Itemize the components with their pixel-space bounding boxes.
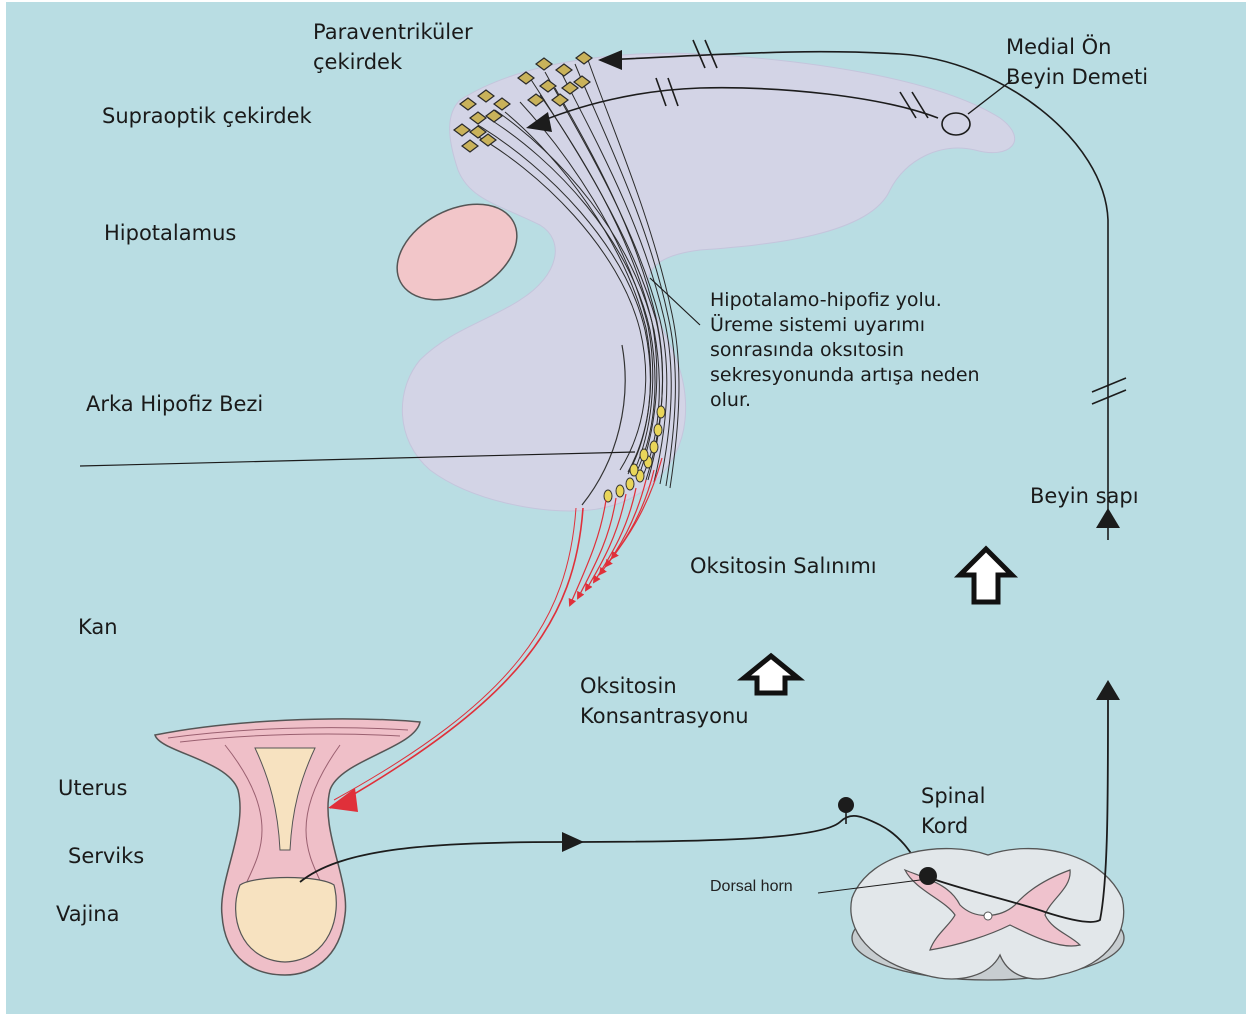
tract-note-line2: Üreme sistemi uyarımı bbox=[710, 313, 925, 336]
supraoptic-label: Supraoptik çekirdek bbox=[102, 104, 313, 128]
uterus-label: Uterus bbox=[58, 776, 127, 800]
spinal-cord-label-line1: Spinal bbox=[921, 784, 986, 808]
hypothalamus-label: Hipotalamus bbox=[104, 221, 236, 245]
paraventricular-label-line2: çekirdek bbox=[313, 50, 403, 74]
tract-note-line3: sonrasında oksıtosin bbox=[710, 339, 904, 361]
oxytocin-concentration-label-line2: Konsantrasyonu bbox=[580, 704, 749, 728]
brainstem-label: Beyin sapı bbox=[1030, 484, 1139, 508]
posterior-pituitary-label: Arka Hipofiz Bezi bbox=[86, 392, 263, 416]
paraventricular-label-line1: Paraventriküler bbox=[313, 20, 473, 44]
tract-note-line1: Hipotalamo-hipofiz yolu. bbox=[710, 289, 942, 311]
dorsal-horn-label: Dorsal horn bbox=[710, 878, 793, 895]
medial-forebrain-label-line2: Beyin Demeti bbox=[1006, 65, 1148, 89]
dorsal-horn-neuron bbox=[919, 867, 937, 885]
oxytocin-concentration-label-line1: Oksitosin bbox=[580, 674, 677, 698]
cervix-label: Serviks bbox=[68, 844, 144, 868]
spinal-cord-label-line2: Kord bbox=[921, 814, 968, 838]
oxytocin-release-label: Oksitosin Salınımı bbox=[690, 554, 877, 578]
medial-forebrain-label-line1: Medial Ön bbox=[1006, 34, 1111, 59]
vagina-label: Vajina bbox=[56, 902, 119, 926]
dorsal-root-ganglion bbox=[838, 797, 854, 813]
blood-label: Kan bbox=[78, 615, 118, 639]
tract-note-line5: olur. bbox=[710, 389, 751, 411]
tract-note-line4: sekresyonunda artışa neden bbox=[710, 364, 980, 386]
